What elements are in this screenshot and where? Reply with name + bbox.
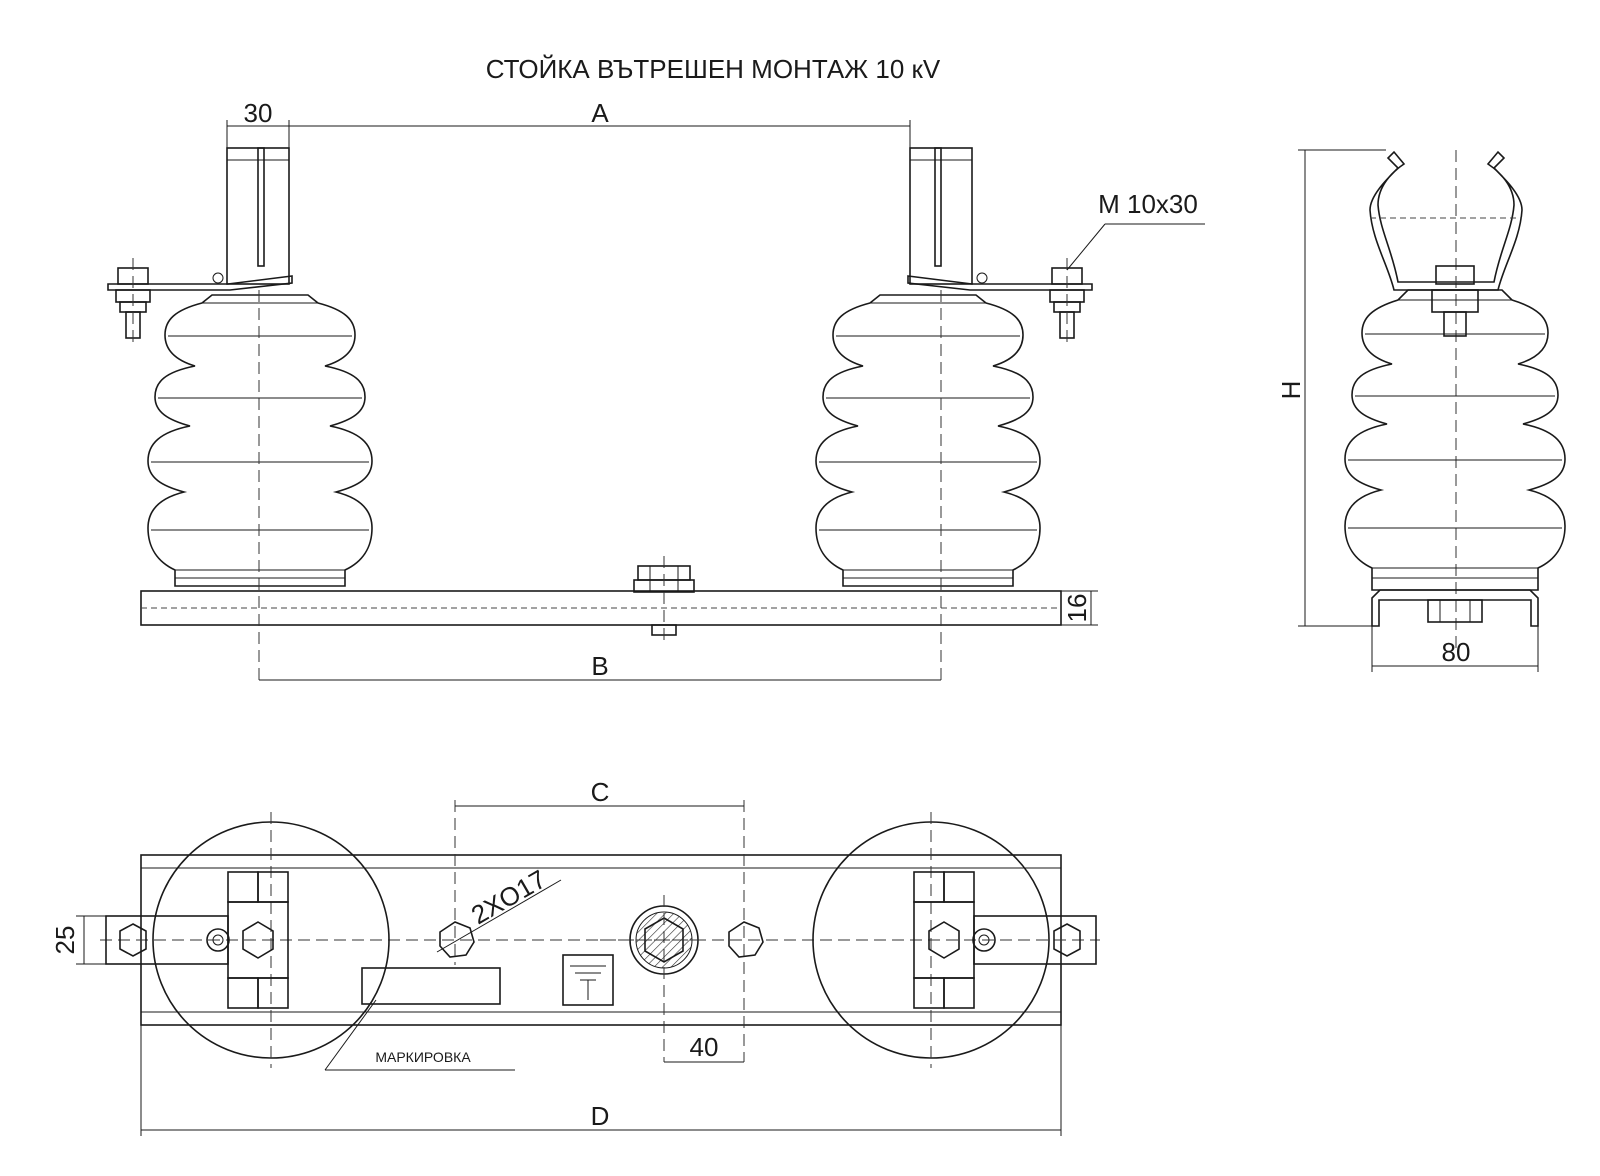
center-bolt-plan [600,895,700,1062]
dim-30: 30 [226,98,290,148]
base-center-bolt [633,556,695,645]
dim-d: D [140,1025,1062,1136]
dim-a: A [289,98,911,148]
mount-hole-right [728,921,764,958]
dim-b-label: B [591,651,608,681]
left-contact [107,147,293,345]
marking-callout: МАРКИРОВКА [324,999,515,1071]
dim-80-label: 80 [1442,637,1471,667]
marking-callout-label: МАРКИРОВКА [375,1049,471,1065]
dim-h-label: H [1276,381,1306,400]
dim-25: 25 [50,915,106,965]
right-contact-plan [913,871,1097,1009]
drawing-title: СТОЙКА ВЪТРЕШЕН МОНТАЖ 10 кV [486,54,941,84]
dim-a-label: A [591,98,609,128]
front-view: 30 A M 10x30 16 B [107,98,1205,681]
dim-16-label: 16 [1062,594,1092,623]
dim-30-label: 30 [244,98,273,128]
left-contact-plan [105,871,289,1009]
right-contact [907,147,1093,345]
plan-view: МАРКИРОВКА 2XO17 C 40 25 D [50,777,1100,1136]
dim-c: C [455,777,744,807]
bolt-callout-label: M 10x30 [1098,189,1198,219]
dim-c-label: C [591,777,610,807]
left-insulator [147,294,373,587]
mount-hole-left [439,921,475,958]
marking-plate [361,967,501,1005]
dim-25-label: 25 [50,926,80,955]
side-view: H 80 [1276,149,1566,672]
dim-h: H [1276,149,1386,627]
bolt-callout: M 10x30 [1066,189,1205,271]
earth-symbol [562,954,614,1006]
dim-b: B [259,651,941,681]
dim-80: 80 [1371,626,1539,672]
holes-callout: 2XO17 [436,864,562,953]
holes-callout-label: 2XO17 [466,864,551,930]
dim-16: 16 [1061,590,1098,626]
right-insulator [815,294,1041,587]
dim-40: 40 [664,1032,744,1063]
dim-d-label: D [591,1101,610,1131]
dim-40-label: 40 [690,1032,719,1062]
